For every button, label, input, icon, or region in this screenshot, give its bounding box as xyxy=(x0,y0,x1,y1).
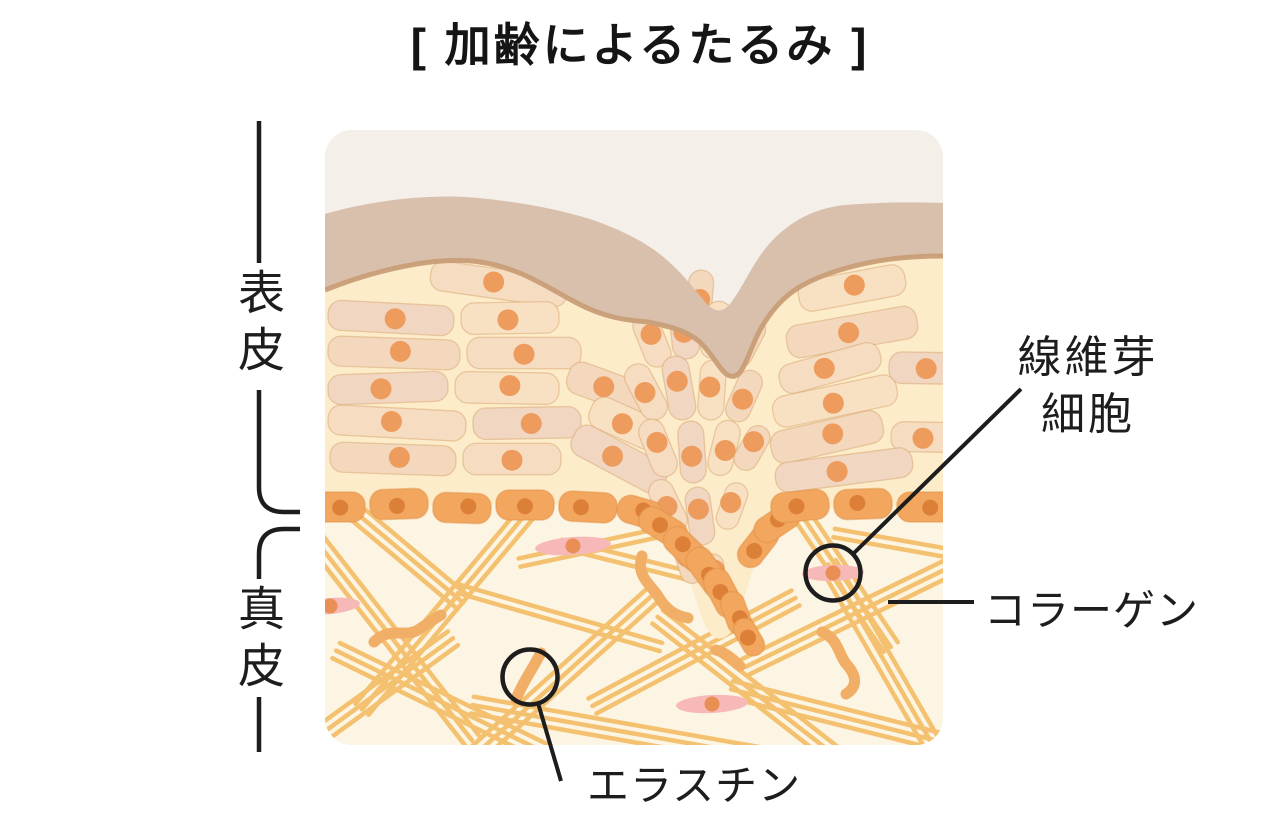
corneum-bottom-edge xyxy=(325,253,943,379)
epidermis-label: 表皮 xyxy=(231,268,284,382)
fibroblast-label-line1: 線維芽 xyxy=(1017,333,1159,382)
elastin-fragments xyxy=(368,550,860,705)
skin-cross-section-panel xyxy=(325,130,943,745)
elastin-highlight-circle xyxy=(500,647,560,707)
dermis-label: 真皮 xyxy=(231,584,284,698)
fibroblast-label-line2: 細胞 xyxy=(1041,390,1135,440)
fibroblast-label: 線維芽 細胞 xyxy=(988,329,1188,443)
elastin-label: エラスチン xyxy=(587,762,802,809)
fibroblast-highlight-circle xyxy=(803,543,863,603)
layer-brackets xyxy=(256,121,300,752)
elastin-pointer-line xyxy=(536,702,563,782)
basal-cell-layer xyxy=(325,487,943,657)
fibroblast-cells xyxy=(325,536,864,714)
page-title: [ 加齢によるたるみ ] xyxy=(410,19,870,71)
collagen-label: コラーゲン xyxy=(984,587,1200,634)
epidermis-bracket-bottom xyxy=(256,390,300,515)
fibroblast-pointer-line xyxy=(851,387,1023,556)
callout-annotations xyxy=(500,387,1023,782)
stratum-corneum-layer xyxy=(325,196,943,377)
dermis-bracket-top xyxy=(256,526,300,579)
